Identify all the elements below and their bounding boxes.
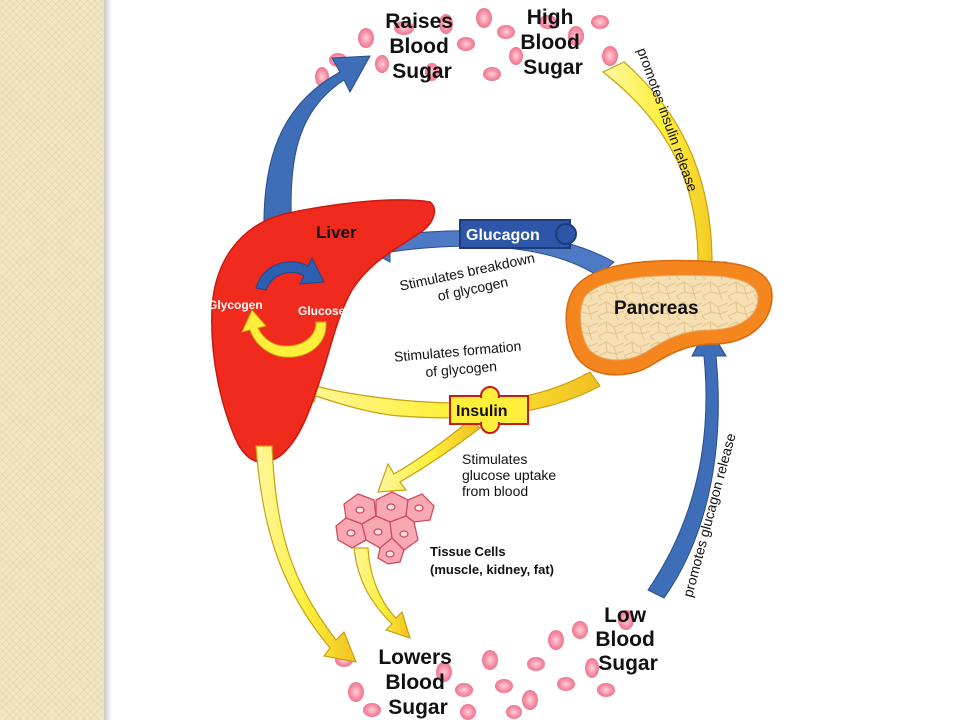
liver-to-lowers-arrow	[255, 445, 357, 663]
decorative-side-strip	[0, 0, 104, 720]
high-blood-sugar-label: High Blood Sugar	[520, 6, 585, 79]
blood-cells-top	[315, 8, 618, 87]
insulin-to-liver-arrow	[294, 371, 601, 419]
uptake-label: Stimulates glucose uptake from blood	[462, 451, 560, 499]
lowers-blood-sugar-label: Lowers Blood Sugar	[378, 646, 457, 719]
formation-label: Stimulates formation of glycogen	[393, 337, 527, 382]
insulin-label: Insulin	[456, 403, 508, 420]
tissue-cells-cluster	[335, 491, 435, 565]
tissue-cells-detail: (muscle, kidney, fat)	[430, 562, 554, 577]
glucagon-label: Glucagon	[466, 227, 540, 244]
low-to-pancreas-arrow	[647, 324, 727, 599]
promotes-insulin-label: promotes insulin release	[634, 46, 701, 194]
glycogen-label: Glycogen	[208, 298, 263, 312]
glucose-label: Glucose	[298, 304, 346, 318]
low-blood-sugar-label: Low Blood Sugar	[595, 604, 660, 675]
glycogen-to-glucose-arrow	[255, 256, 325, 291]
side-strip-shadow	[104, 0, 112, 720]
tissue-cells-label: Tissue Cells	[430, 544, 506, 559]
blood-cells-bottom	[335, 610, 634, 720]
glucose-to-glycogen-arrow	[241, 309, 327, 358]
insulin-to-tissue-arrow	[377, 419, 481, 493]
tissue-to-lowers-arrow	[353, 547, 411, 639]
pancreas-inner	[580, 274, 759, 361]
pancreas-label: Pancreas	[614, 298, 699, 319]
breakdown-label: Stimulates breakdown of glycogen	[398, 249, 544, 312]
liver-label: Liver	[316, 223, 357, 242]
glucagon-box	[459, 219, 571, 249]
liver-to-raises-arrow	[263, 55, 371, 237]
raises-blood-sugar-label: Raises Blood Sugar	[385, 10, 459, 83]
